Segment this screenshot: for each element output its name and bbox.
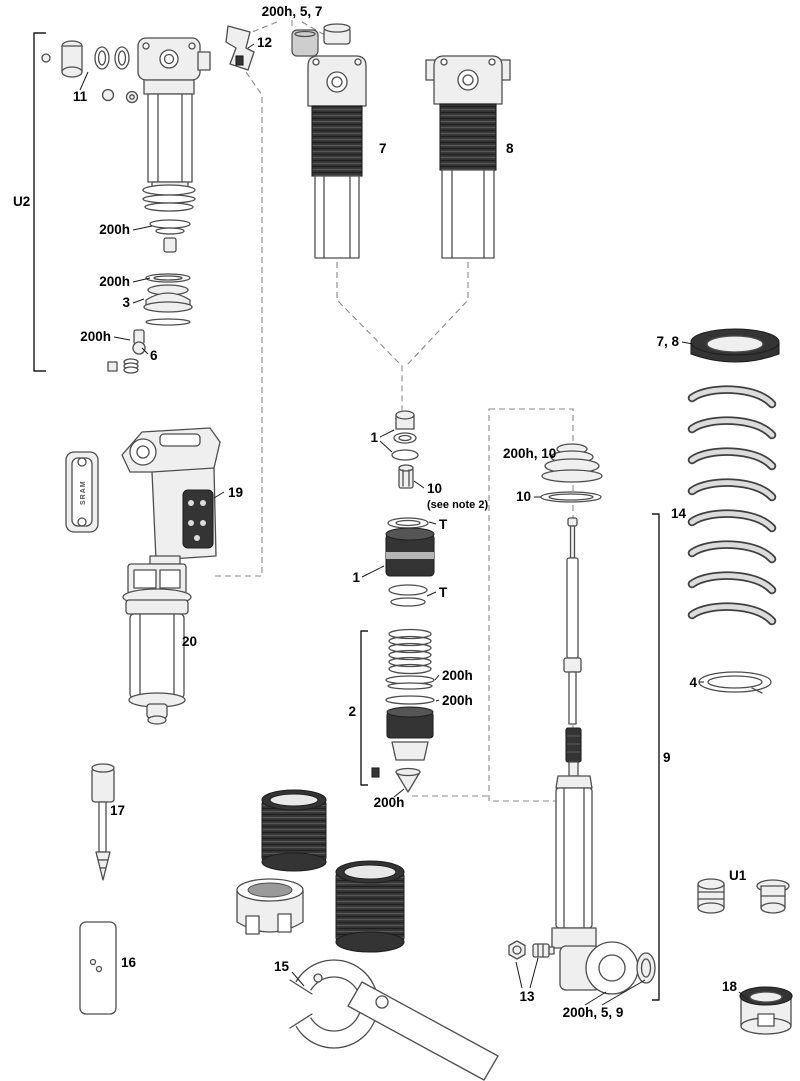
label-10-center: 10 [427,481,442,496]
label-20: 20 [182,634,197,649]
part-7-shock [307,23,367,259]
part-u1-grommets [697,878,790,914]
part-12-clamp [225,25,255,71]
part-t-seal-lower [388,584,428,607]
part-clamp-sram: SRAM [65,451,99,533]
label-200h-b: 200h [99,274,130,289]
part-damper-top-left [137,37,211,193]
part-18-collar [739,986,793,1035]
callout-labels: U2 11 12 200h, 5, 7 7 8 200h 200h 3 200h… [13,4,747,1020]
part-6-valve [107,329,146,374]
part-bumper-stack-200h-10 [541,443,603,483]
label-1-top: 1 [370,430,378,445]
label-t-upper: T [439,517,448,532]
label-16: 16 [121,955,137,970]
part-seal-stack-200h-a [149,219,191,253]
leader-lines [113,43,749,1006]
part-20-damper [122,563,192,725]
label-7-8: 7, 8 [656,334,679,349]
label-13: 13 [519,989,535,1004]
label-200h-5-7: 200h, 5, 7 [262,4,323,19]
part-shaft [563,517,582,725]
label-15: 15 [274,959,290,974]
part-10-ring [540,491,602,503]
label-7: 7 [379,141,387,156]
part-3-cap [143,284,193,326]
label-18: 18 [722,979,738,994]
part-1-top-stack [391,410,419,461]
label-200h-c: 200h [80,329,111,344]
label-6: 6 [150,348,158,363]
label-200h-d: 200h [442,668,473,683]
label-19: 19 [228,485,243,500]
part-roller-200h-5-7 [291,29,319,57]
part-10-bolt [398,464,414,489]
part-sleeve-a [261,789,327,872]
label-t-lower: T [439,585,448,600]
part-seal-stack-top [142,184,196,212]
label-u2: U2 [13,194,30,209]
label-4: 4 [689,675,697,690]
part-preload-collar [690,328,780,363]
part-seal-200h-b [145,273,191,283]
label-10-right: 10 [516,489,531,504]
label-200h-5-9: 200h, 5, 9 [563,1005,624,1020]
brackets [33,32,660,1001]
part-11-hardware-group [41,40,139,104]
label-200h-a: 200h [99,222,130,237]
label-11: 11 [73,89,88,104]
label-1-mid: 1 [352,570,360,585]
label-12: 12 [257,35,272,50]
label-200h-e: 200h [442,693,473,708]
label-14: 14 [671,506,687,521]
label-8: 8 [506,141,514,156]
part-9-damper-body [551,727,656,995]
part-13-fittings [508,940,555,960]
part-16-cylinder [79,921,117,1015]
part-17-fitting [91,763,115,881]
label-2: 2 [348,704,356,719]
label-17: 17 [110,803,125,818]
label-9: 9 [663,750,671,765]
part-8-shock [425,55,511,259]
part-sleeve-c [335,860,405,953]
label-200h-10: 200h, 10 [503,446,556,461]
label-u1: U1 [729,868,747,883]
part-2-stack [371,628,435,793]
part-19-remote [121,427,221,565]
part-ifp-piston [385,527,435,577]
label-see-note-2: (see note 2) [427,499,488,511]
part-sleeve-castellated [236,878,304,935]
part-14-coil-spring [687,385,777,626]
label-200h-f: 200h [374,795,405,810]
sram-logo: SRAM [80,480,87,505]
label-3: 3 [122,295,130,310]
part-t-seal-upper [387,517,429,529]
part-4-collar [698,671,772,694]
part-15-spanner-wrench [286,959,499,1081]
